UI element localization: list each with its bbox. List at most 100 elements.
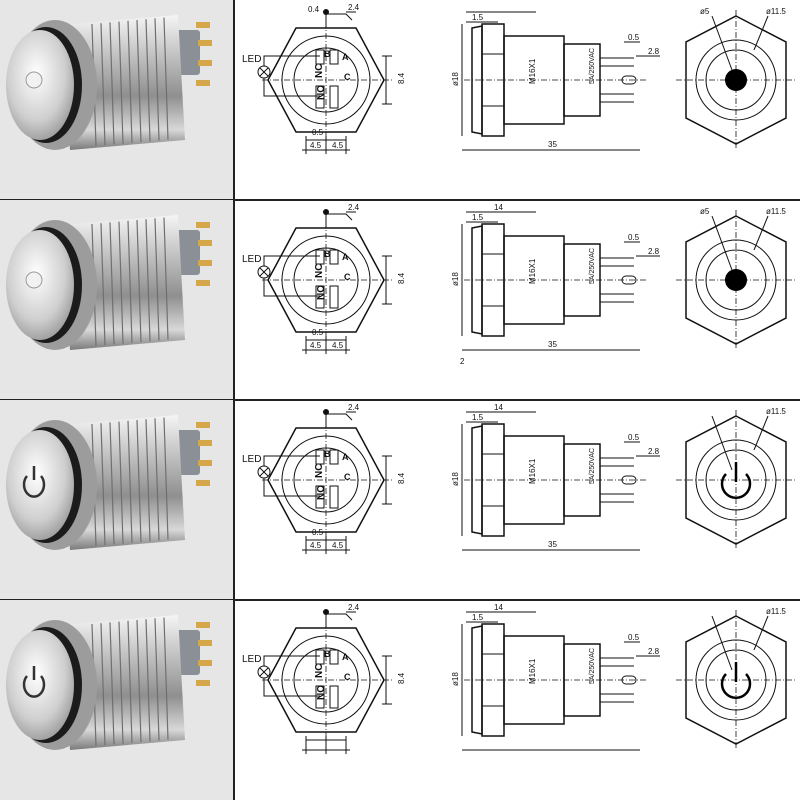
technical-drawing: NC B A NO C LED 2.4 bbox=[242, 603, 796, 754]
dim-18: ø18 bbox=[451, 672, 460, 686]
product-photo bbox=[0, 400, 233, 600]
dim-14: 14 bbox=[494, 203, 503, 212]
technical-drawing: NC B A NO C LED 2.4 0.4 bbox=[242, 3, 796, 154]
label-b: B bbox=[324, 249, 331, 259]
spec-row-4: NC B A NO C LED 2.4 bbox=[0, 600, 800, 800]
face-symbol bbox=[725, 69, 747, 91]
dim-18: ø18 bbox=[451, 472, 460, 486]
dim-inner-diameter: ø5 bbox=[700, 7, 710, 16]
dim-14: 14 bbox=[494, 403, 503, 412]
dim-35: 35 bbox=[548, 340, 557, 349]
power-face-icon bbox=[720, 673, 752, 700]
led-label: LED bbox=[242, 454, 261, 465]
dim-18: ø18 bbox=[451, 72, 460, 86]
face-symbol bbox=[725, 269, 747, 291]
dim-0-5: 0.5 bbox=[312, 128, 324, 137]
label-c: C bbox=[344, 72, 351, 82]
label-a: A bbox=[342, 452, 349, 462]
label-a: A bbox=[342, 252, 349, 262]
label-b: B bbox=[324, 649, 331, 659]
dim-2-4: 2.4 bbox=[348, 203, 360, 212]
spec-row-2: NC B A NO C LED 2.4 bbox=[0, 200, 800, 400]
label-no: NO bbox=[316, 285, 327, 300]
face-view: ø11.5 bbox=[676, 407, 796, 550]
dim-2-8: 2.8 bbox=[648, 647, 660, 656]
dim-side-0-5: 0.5 bbox=[628, 33, 640, 42]
label-a: A bbox=[342, 52, 349, 62]
dim-2-8: 2.8 bbox=[648, 247, 660, 256]
dim-4-5-right: 4.5 bbox=[332, 341, 344, 350]
label-nc: NC bbox=[314, 264, 325, 278]
label-nc: NC bbox=[314, 464, 325, 478]
rating-label: 5A/250VAC bbox=[589, 648, 596, 684]
product-photo bbox=[0, 0, 233, 200]
dim-8-4: 8.4 bbox=[397, 672, 406, 684]
spec-row-1: NC B A NO C LED 2.4 0.4 bbox=[0, 0, 800, 200]
face-view: ø5 ø11.5 bbox=[676, 7, 796, 150]
rating-label: 5A/250VAC bbox=[589, 248, 596, 284]
row-divider bbox=[0, 599, 800, 601]
side-view: 14 1.5 M16X1 5A/250VAC ø18 0.5 bbox=[451, 603, 660, 751]
switch-photo-illustration bbox=[0, 200, 233, 400]
face-symbol bbox=[720, 462, 752, 500]
dim-8-4: 8.4 bbox=[397, 272, 406, 284]
led-label: LED bbox=[242, 654, 261, 665]
column-divider bbox=[233, 400, 235, 600]
label-nc: NC bbox=[314, 664, 325, 678]
dim-2-8: 2.8 bbox=[648, 447, 660, 456]
dim-outer-diameter: ø11.5 bbox=[766, 207, 786, 216]
led-dot-face-icon bbox=[725, 269, 747, 291]
row-divider bbox=[0, 399, 800, 401]
front-view: NC B A NO C LED 2.4 0.4 bbox=[242, 3, 406, 154]
dim-4-5-right: 4.5 bbox=[332, 541, 344, 550]
side-view: 1.5 M16X1 5A/250VAC ø18 0.5 2.8 bbox=[451, 11, 660, 151]
dim-1-5: 1.5 bbox=[472, 213, 484, 222]
led-dot-face-icon bbox=[725, 69, 747, 91]
product-photo bbox=[0, 200, 233, 400]
face-view: ø5 ø11.5 bbox=[676, 207, 796, 350]
label-b: B bbox=[324, 449, 331, 459]
dim-4-5-left: 4.5 bbox=[310, 141, 322, 150]
dim-0-4: 0.4 bbox=[308, 5, 320, 14]
led-label: LED bbox=[242, 54, 261, 65]
side-view: 14 1.5 M16X1 5A/250VAC ø18 0.5 bbox=[451, 203, 660, 366]
dim-18: ø18 bbox=[451, 272, 460, 286]
power-icon bbox=[22, 675, 46, 698]
dim-2-4: 2.4 bbox=[348, 3, 360, 12]
product-photo bbox=[0, 600, 233, 800]
label-c: C bbox=[344, 672, 351, 682]
dim-4-5-left: 4.5 bbox=[310, 341, 322, 350]
thread-spec: M16X1 bbox=[528, 658, 537, 684]
switch-photo-illustration bbox=[0, 400, 233, 600]
label-no: NO bbox=[316, 485, 327, 500]
dim-35: 35 bbox=[548, 140, 557, 149]
dim-4-5-left: 4.5 bbox=[310, 541, 322, 550]
front-view: NC B A NO C LED 2.4 bbox=[242, 203, 406, 354]
dim-1-5: 1.5 bbox=[472, 413, 484, 422]
dim-8-4: 8.4 bbox=[397, 72, 406, 84]
button-face bbox=[6, 630, 74, 740]
dim-4-5-right: 4.5 bbox=[332, 141, 344, 150]
rating-label: 5A/250VAC bbox=[589, 448, 596, 484]
label-b: B bbox=[324, 49, 331, 59]
spec-row-3: NC B A NO C LED 2.4 bbox=[0, 400, 800, 600]
dim-2-4: 2.4 bbox=[348, 403, 360, 412]
dim-side-0-5: 0.5 bbox=[628, 433, 640, 442]
side-view: 14 1.5 M16X1 5A/250VAC ø18 0.5 bbox=[451, 403, 660, 551]
dim-side-0-5: 0.5 bbox=[628, 233, 640, 242]
power-face-icon bbox=[720, 473, 752, 500]
label-no: NO bbox=[316, 85, 327, 100]
led-dot-icon bbox=[25, 271, 43, 289]
dim-outer-diameter: ø11.5 bbox=[766, 7, 786, 16]
dim-0-5: 0.5 bbox=[312, 328, 324, 337]
led-label: LED bbox=[242, 254, 261, 265]
column-divider bbox=[233, 0, 235, 200]
dim-2-8: 2.8 bbox=[648, 47, 660, 56]
column-divider bbox=[233, 200, 235, 400]
face-view: ø11.5 bbox=[676, 607, 796, 750]
button-face bbox=[6, 430, 74, 540]
label-nc: NC bbox=[314, 64, 325, 78]
column-divider bbox=[233, 600, 235, 800]
power-icon bbox=[22, 475, 46, 498]
thread-spec: M16X1 bbox=[528, 458, 537, 484]
